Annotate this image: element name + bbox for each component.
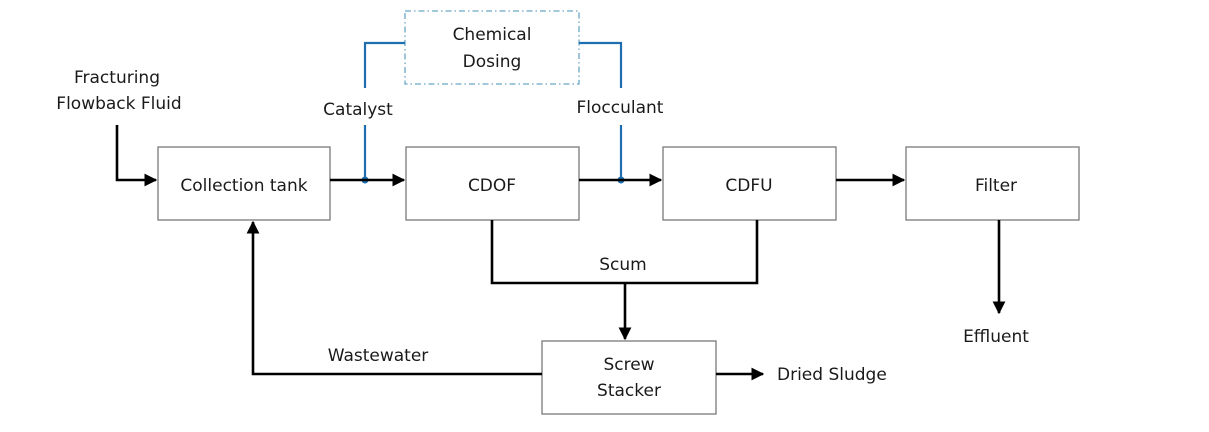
flocculant-dosing-line-upper bbox=[579, 41, 623, 88]
input-label-2: Flowback Fluid bbox=[56, 94, 181, 114]
input-flow-arrow bbox=[115, 125, 158, 187]
screw-stacker-label-1: Screw bbox=[603, 355, 654, 375]
cdfu-label: CDFU bbox=[725, 176, 772, 196]
chemical-dosing-label-2: Dosing bbox=[463, 52, 522, 72]
chemical-dosing-label-1: Chemical bbox=[453, 25, 532, 45]
filter-label: Filter bbox=[975, 176, 1017, 196]
screw-stacker-box bbox=[541, 340, 717, 415]
input-label-1: Fracturing bbox=[74, 68, 160, 88]
effluent-label: Effluent bbox=[963, 327, 1029, 347]
wastewater-label: Wastewater bbox=[328, 346, 429, 366]
catalyst-label: Catalyst bbox=[323, 100, 393, 120]
wastewater-return-arrow bbox=[246, 220, 542, 376]
screw-stacker-label-2: Stacker bbox=[597, 381, 661, 401]
chemical-dosing-box bbox=[404, 10, 580, 85]
collection-tank-box bbox=[157, 146, 331, 221]
scum-label: Scum bbox=[599, 255, 646, 275]
dried-sludge-label: Dried Sludge bbox=[777, 365, 887, 385]
cdof-label: CDOF bbox=[468, 176, 516, 196]
cdfu-box bbox=[662, 146, 837, 221]
collection-tank-label: Collection tank bbox=[180, 176, 307, 196]
flocculant-label: Flocculant bbox=[577, 98, 664, 118]
catalyst-dosing-line-upper bbox=[363, 41, 405, 88]
filter-box bbox=[905, 146, 1080, 221]
